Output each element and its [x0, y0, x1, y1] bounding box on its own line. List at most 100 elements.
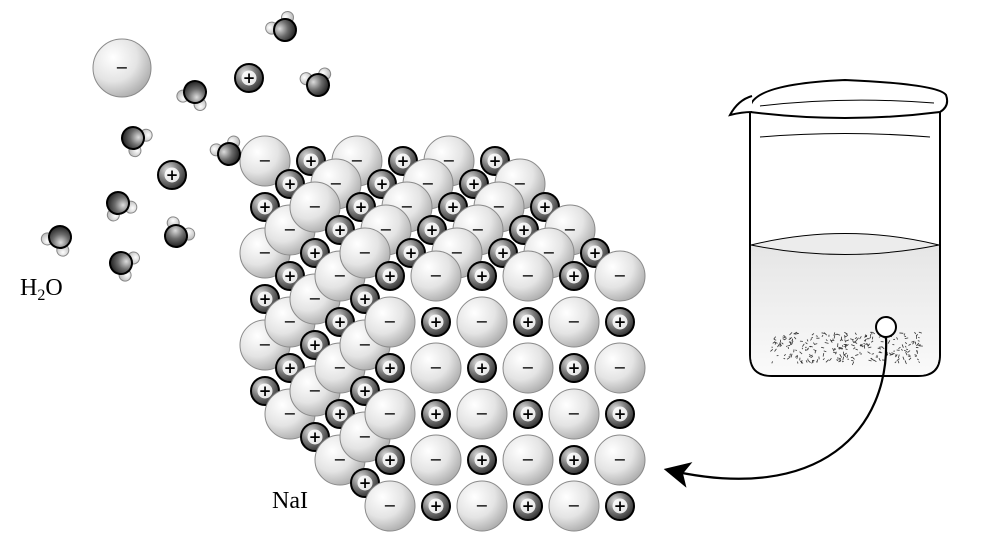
crystal-grain: [805, 342, 808, 345]
svg-text:+: +: [568, 451, 581, 469]
crystal-grain: [871, 353, 875, 355]
sodium-ion: +: [467, 445, 497, 475]
crystal-grain: [855, 354, 859, 356]
crystal-grain: [783, 334, 786, 337]
crystal-grain: [773, 341, 776, 343]
svg-text:+: +: [359, 382, 372, 400]
crystal-grain: [851, 359, 854, 362]
svg-text:+: +: [476, 451, 489, 469]
crystal-grain: [821, 332, 825, 334]
oxygen-atom: [106, 191, 130, 215]
svg-text:+: +: [309, 244, 322, 262]
svg-text:−: −: [258, 151, 271, 170]
crystal-grain: [864, 334, 868, 336]
svg-text:+: +: [334, 221, 347, 239]
crystal-grain: [914, 331, 917, 335]
crystal-grain: [866, 342, 870, 347]
svg-text:−: −: [613, 358, 626, 377]
sodium-ion: +: [467, 353, 497, 383]
oxygen-atom: [273, 18, 297, 42]
crystal-grain: [878, 346, 883, 348]
svg-text:+: +: [614, 497, 627, 515]
svg-text:+: +: [309, 428, 322, 446]
sodium-ion: +: [300, 238, 330, 268]
salt-label: NaI: [272, 488, 308, 514]
crystal-grain: [906, 348, 909, 350]
sodium-ion: +: [375, 445, 405, 475]
crystal-grain: [904, 337, 909, 339]
crystal-grain: [834, 347, 837, 350]
svg-text:+: +: [376, 175, 389, 193]
svg-text:+: +: [522, 497, 535, 515]
crystal-grain: [851, 344, 855, 347]
crystal-grain: [825, 359, 829, 363]
crystal-grain: [916, 358, 919, 361]
crystal-grain: [887, 340, 891, 344]
svg-text:−: −: [567, 312, 580, 331]
beaker: [728, 78, 949, 377]
svg-text:+: +: [384, 359, 397, 377]
crystal-grain: [892, 343, 895, 346]
crystal-grain: [774, 341, 778, 344]
beaker-spout: [728, 95, 753, 117]
nai-crystal-lattice: −+−+−++−+−++−+−+−−+−+−−+−+−++−+−++−+−+−−…: [239, 135, 646, 532]
svg-text:−: −: [429, 266, 442, 285]
crystal-grain: [836, 359, 839, 361]
crystal-grain: [833, 335, 836, 339]
svg-text:+: +: [284, 359, 297, 377]
crystal-grain: [844, 331, 848, 335]
iodide-ion: −: [502, 250, 554, 302]
svg-text:+: +: [426, 221, 439, 239]
crystal-grain: [843, 353, 847, 358]
iodide-ion: −: [410, 434, 462, 486]
oxygen-atom: [164, 224, 188, 248]
svg-text:+: +: [614, 405, 627, 423]
iodide-ion: −: [364, 388, 416, 440]
water-molecule: [106, 191, 138, 222]
svg-text:+: +: [166, 166, 179, 184]
crystal-grain: [878, 357, 881, 362]
crystal-grain: [834, 352, 837, 355]
svg-text:−: −: [475, 312, 488, 331]
crystal-grain: [850, 338, 854, 341]
svg-text:−: −: [333, 358, 346, 377]
crystal-grain: [918, 331, 922, 334]
crystal-grain: [853, 347, 856, 350]
iodide-ion: −: [548, 296, 600, 348]
svg-text:−: −: [442, 151, 455, 170]
crystal-grain: [872, 331, 876, 335]
crystal-grain: [770, 349, 774, 352]
svg-text:+: +: [284, 267, 297, 285]
svg-text:−: −: [471, 220, 484, 239]
svg-text:−: −: [521, 450, 534, 469]
beaker-body: [749, 108, 941, 377]
svg-text:−: −: [383, 404, 396, 423]
svg-text:−: −: [421, 174, 434, 193]
sodium-ion: +: [605, 307, 635, 337]
crystal-grain: [801, 347, 804, 350]
sodium-ion: +: [396, 238, 426, 268]
iodide-ion: −: [456, 388, 508, 440]
svg-text:+: +: [476, 267, 489, 285]
iodide-ion: −: [502, 434, 554, 486]
crystal-grain: [777, 344, 780, 348]
crystal-grain: [806, 339, 809, 342]
crystal-grain: [870, 340, 874, 343]
crystal-grain: [895, 354, 898, 358]
sodium-ion: +: [157, 160, 187, 190]
crystal-grain: [905, 351, 908, 356]
svg-text:+: +: [397, 152, 410, 170]
svg-text:−: −: [329, 174, 342, 193]
iodide-ion: −: [548, 388, 600, 440]
crystal-grain: [833, 332, 836, 336]
crystal-grain: [903, 333, 906, 336]
svg-text:+: +: [447, 198, 460, 216]
crystal-grain: [839, 353, 842, 358]
crystal-grain: [859, 344, 864, 347]
crystal-grain: [811, 359, 814, 364]
dissolving-crystals: [770, 331, 923, 366]
sodium-ion: +: [375, 261, 405, 291]
zoom-circle: [875, 316, 897, 338]
svg-text:−: −: [563, 220, 576, 239]
